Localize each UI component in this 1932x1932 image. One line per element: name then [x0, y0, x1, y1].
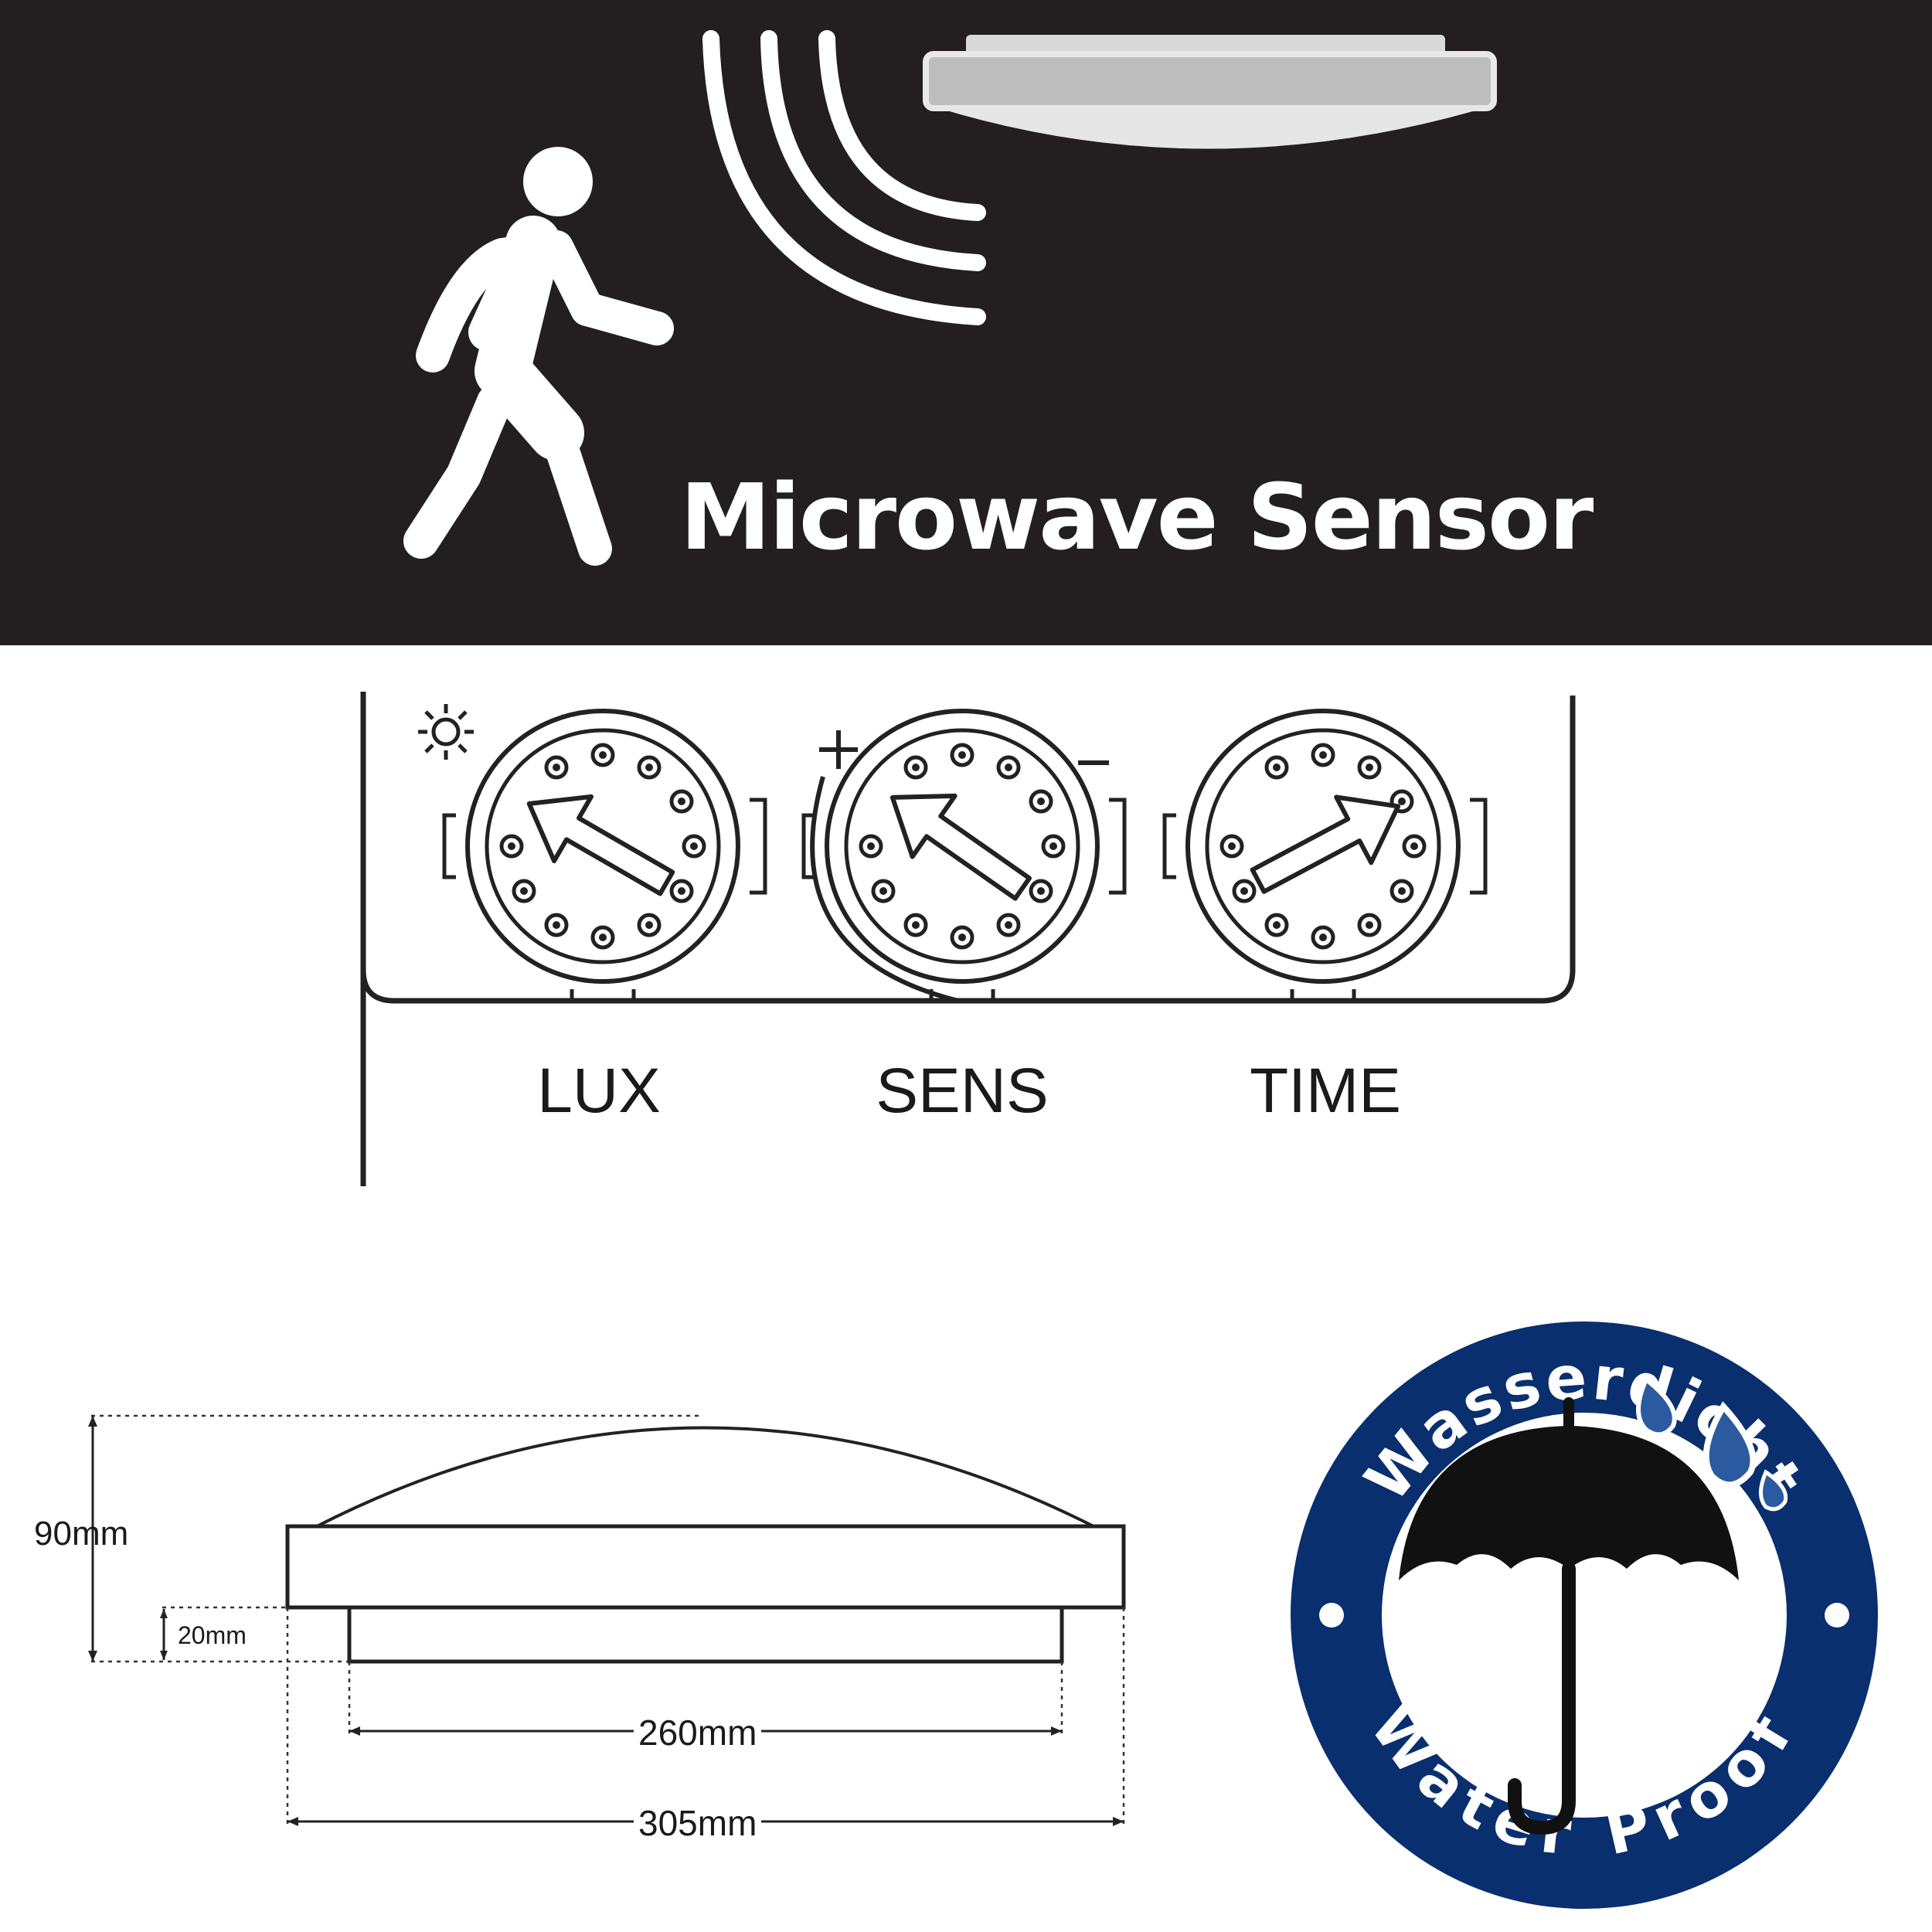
plus-minus-icon — [819, 730, 1109, 769]
waterproof-badge: Wasserdicht Water Proof — [1283, 1314, 1886, 1917]
height-total-label: 90mm — [34, 1515, 129, 1553]
width-total-label: 305mm — [634, 1802, 762, 1844]
width-base-label: 260mm — [634, 1712, 762, 1753]
lux-dial[interactable] — [444, 711, 765, 1001]
signal-waves-icon — [702, 30, 986, 325]
umbrella-rain-icon — [1399, 1376, 1788, 1835]
sens-label: SENS — [876, 1056, 1049, 1126]
sensor-controls-panel: LUX SENS TIME — [0, 645, 1932, 1186]
ceiling-lamp-icon — [923, 35, 1497, 149]
sens-dial[interactable] — [804, 711, 1124, 1001]
dimension-drawing: 90mm 20mm 260mm 305mm — [0, 1360, 1236, 1932]
walking-person-icon — [403, 147, 674, 566]
sensor-title: Microwave Sensor — [680, 464, 1594, 570]
lux-label: LUX — [537, 1056, 661, 1126]
height-base-label: 20mm — [178, 1621, 247, 1649]
time-dial[interactable] — [1165, 711, 1485, 1001]
sensor-banner: Microwave Sensor — [0, 0, 1932, 645]
time-label: TIME — [1250, 1056, 1401, 1126]
sun-icon — [418, 704, 474, 760]
